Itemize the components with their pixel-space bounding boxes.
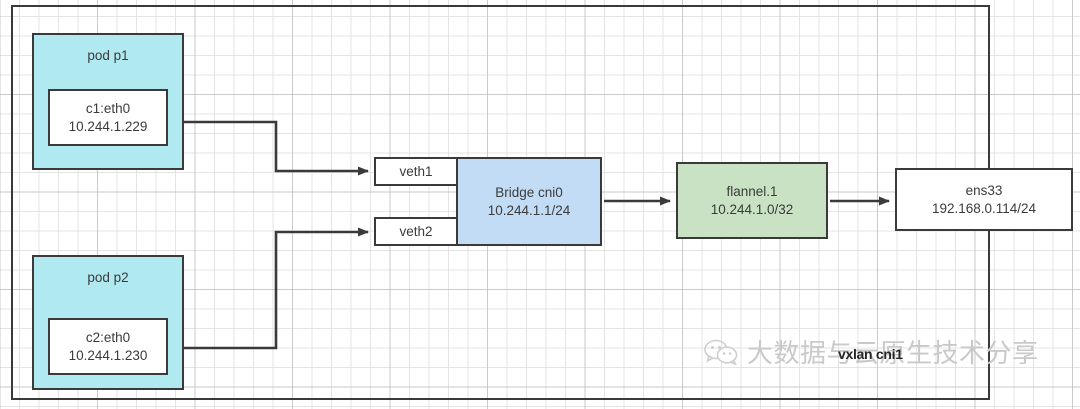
veth1-label: veth1 (399, 163, 433, 179)
bridge-name: Bridge cni0 (495, 185, 563, 201)
veth2-box[interactable]: veth2 (374, 217, 458, 246)
ens33-ip: 192.168.0.114/24 (931, 200, 1037, 216)
interface-c1-ip: 10.244.1.229 (68, 118, 148, 134)
bridge-cni0-box[interactable]: Bridge cni0 10.244.1.1/24 (456, 157, 602, 246)
watermark: 大数据与云原生技术分享 (704, 333, 1039, 370)
ens33-name: ens33 (965, 183, 1003, 199)
interface-c1-name: c1:eth0 (85, 101, 131, 117)
wechat-logo-icon (704, 339, 738, 365)
pod-p1-label: pod p1 (87, 48, 129, 63)
veth1-box[interactable]: veth1 (374, 157, 458, 186)
flannel-ip: 10.244.1.0/32 (710, 201, 794, 217)
bridge-ip: 10.244.1.1/24 (487, 202, 571, 218)
watermark-text: 大数据与云原生技术分享 (747, 338, 1039, 368)
interface-c1-eth0-box[interactable]: c1:eth0 10.244.1.229 (48, 89, 168, 146)
ens33-interface-box[interactable]: ens33 192.168.0.114/24 (895, 168, 1073, 231)
pod-p2-label: pod p2 (87, 270, 129, 285)
interface-c2-ip: 10.244.1.230 (68, 347, 148, 363)
veth2-label: veth2 (399, 223, 433, 239)
obscured-vxlan-label: vxlan cni1 (838, 346, 903, 362)
interface-c2-eth0-box[interactable]: c2:eth0 10.244.1.230 (48, 318, 168, 375)
flannel-name: flannel.1 (726, 184, 778, 200)
flannel-interface-box[interactable]: flannel.1 10.244.1.0/32 (676, 162, 828, 239)
interface-c2-name: c2:eth0 (85, 330, 131, 346)
